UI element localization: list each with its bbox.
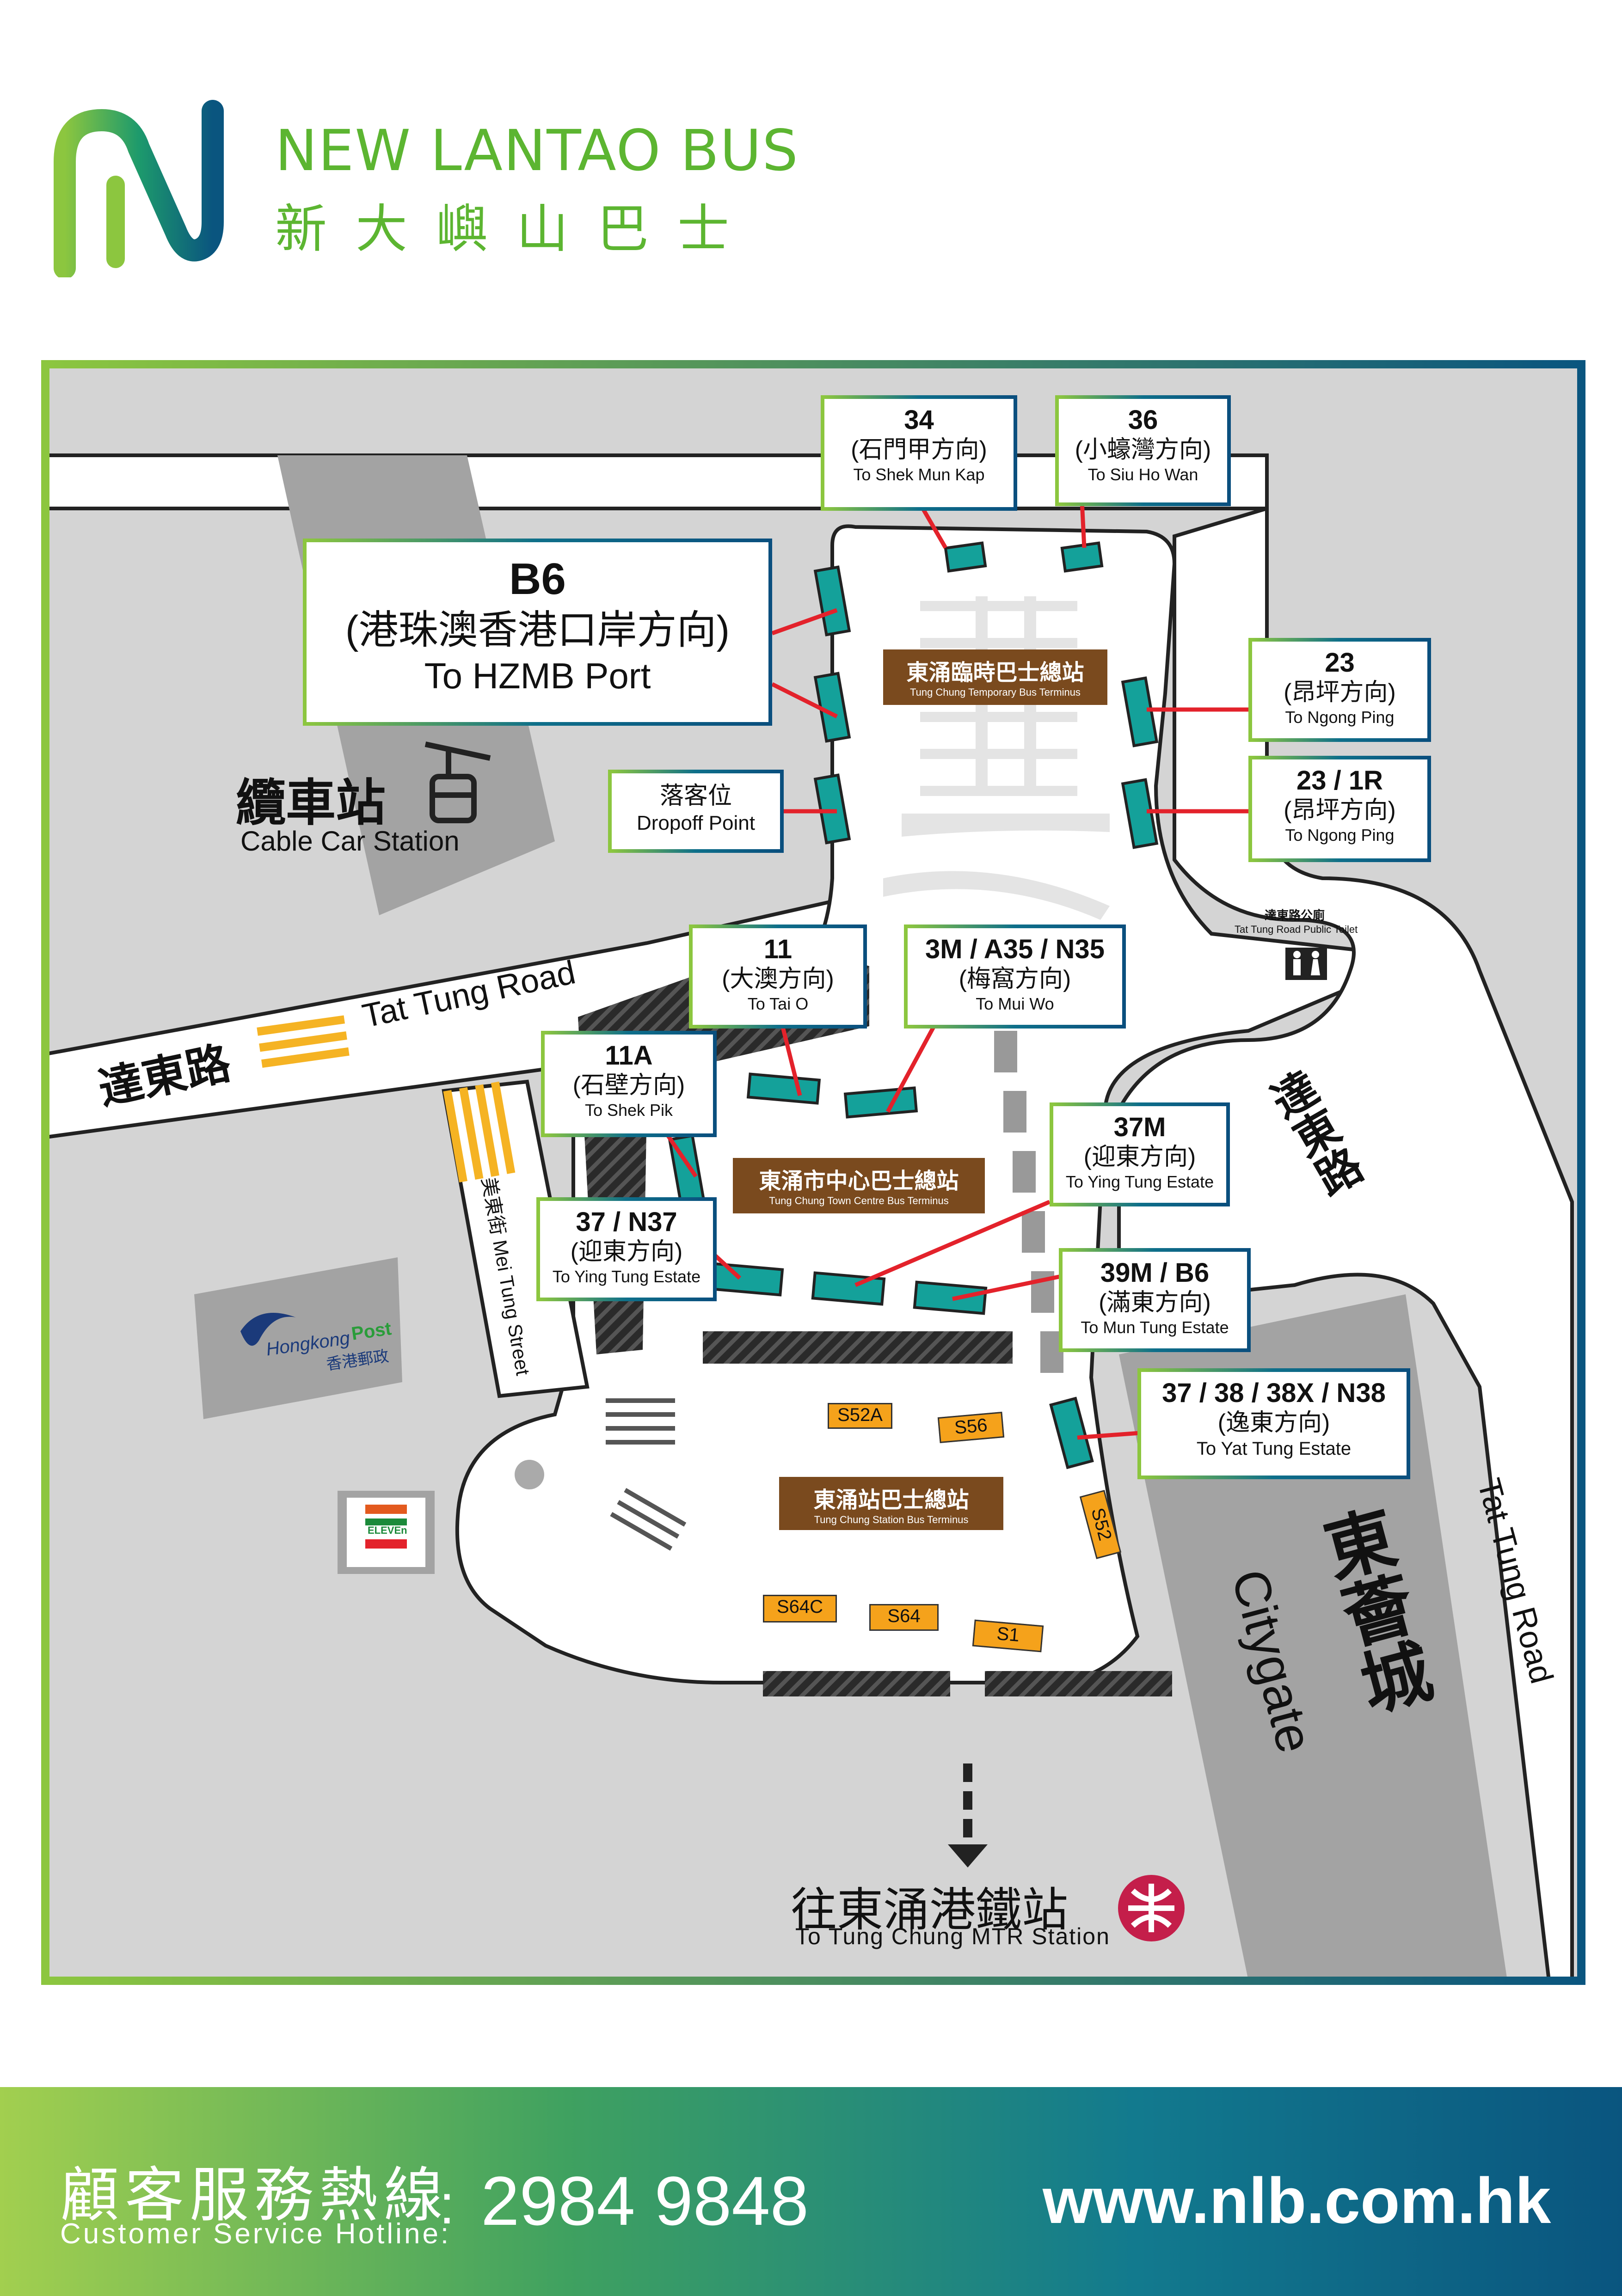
- dropoff-en: Dropoff Point: [636, 811, 755, 834]
- route-destination-zh: (石壁方向): [572, 1071, 685, 1099]
- terminus-name-en: Tung Chung Town Centre Bus Terminus: [769, 1195, 949, 1206]
- route-destination-en: To Mui Wo: [976, 994, 1054, 1014]
- hongkong-post-box: [194, 1257, 402, 1419]
- route-destination-en: To Ngong Ping: [1285, 708, 1395, 727]
- brand-name-en: NEW LANTAO BUS: [275, 118, 799, 184]
- route-37-n37-box: 37 / N37 (迎東方向) To Ying Tung Estate: [536, 1197, 717, 1301]
- route-destination-en: To Yat Tung Estate: [1196, 1439, 1352, 1459]
- route-number: 36: [1128, 405, 1158, 435]
- terminus-name-en: Tung Chung Station Bus Terminus: [814, 1514, 969, 1525]
- dropoff-point-box: 落客位 Dropoff Point: [608, 770, 784, 853]
- hatched-wall-4: [985, 1671, 1172, 1696]
- route-number: 39M / B6: [1100, 1258, 1210, 1288]
- toilet-label-zh: 達東路公廁: [1265, 908, 1325, 922]
- toilet-label-en: Tat Tung Road Public Toilet: [1235, 924, 1358, 935]
- route-destination-zh: (梅窩方向): [958, 965, 1071, 992]
- route-destination-en: To HZMB Port: [424, 655, 651, 697]
- route-destination-en: To Ngong Ping: [1285, 826, 1395, 845]
- route-number: 37 / N37: [576, 1207, 677, 1237]
- route-destination-zh: (逸東方向): [1217, 1409, 1330, 1436]
- terminus-name-zh: 東涌臨時巴士總站: [906, 661, 1084, 685]
- hatched-wall-3: [763, 1671, 950, 1696]
- stop-s52a: S52A: [828, 1403, 892, 1429]
- footer-bar: 顧客服務熱線 Customer Service Hotline: : 2984 …: [0, 2087, 1622, 2296]
- zebra-crossing-left: [257, 1015, 350, 1068]
- mtr-station-en: To Tung Chung MTR Station: [795, 1923, 1110, 1949]
- route-destination-en: To Mun Tung Estate: [1081, 1318, 1229, 1337]
- route-34-box: 34 (石門甲方向) To Shek Mun Kap: [821, 395, 1017, 511]
- hotline-label-zh: 顧客服務熱線: [60, 2162, 449, 2229]
- terminus-name-zh: 東涌站巴士總站: [813, 1488, 969, 1512]
- route-23-box: 23 (昂坪方向) To Ngong Ping: [1248, 638, 1431, 742]
- route-11-box: 11 (大澳方向) To Tai O: [689, 925, 867, 1029]
- zebra-crossing-bottom: [606, 1398, 687, 1551]
- route-37-38-box: 37 / 38 / 38X / N38 (逸東方向) To Yat Tung E…: [1137, 1368, 1410, 1479]
- route-destination-en: To Shek Mun Kap: [853, 465, 985, 484]
- route-36-box: 36 (小蠔灣方向) To Siu Ho Wan: [1055, 395, 1231, 506]
- mtr-logo-icon: [1118, 1875, 1185, 1941]
- toilet-icon: [1285, 948, 1327, 980]
- terminus-name-zh: 東涌市中心巴士總站: [759, 1169, 959, 1194]
- route-destination-zh: (滿東方向): [1099, 1289, 1211, 1316]
- route-destination-zh: (港珠澳香港口岸方向): [345, 607, 730, 652]
- map-frame: [41, 360, 1585, 1985]
- roundabout-marker: [515, 1460, 544, 1489]
- stop-s64: S64: [869, 1604, 939, 1631]
- route-destination-en: To Tai O: [747, 994, 809, 1014]
- route-11a-box: 11A (石壁方向) To Shek Pik: [541, 1031, 717, 1137]
- terminus-name-en: Tung Chung Temporary Bus Terminus: [910, 686, 1081, 698]
- route-destination-en: To Shek Pik: [584, 1101, 673, 1120]
- hotline-colon: :: [439, 2174, 455, 2235]
- route-destination-en: To Siu Ho Wan: [1087, 465, 1198, 484]
- route-39m-b6-box: 39M / B6 (滿東方向) To Mun Tung Estate: [1059, 1248, 1251, 1352]
- route-number: 11A: [605, 1041, 653, 1071]
- route-23-1r-box: 23 / 1R (昂坪方向) To Ngong Ping: [1248, 756, 1431, 862]
- zebra-crossing-mei-tung: [443, 1081, 516, 1183]
- route-number: 37 / 38 / 38X / N38: [1162, 1378, 1386, 1408]
- mtr-arrow: [948, 1763, 988, 1867]
- dropoff-zh: 落客位: [659, 783, 732, 809]
- mtr-station-zh: 往東涌港鐵站: [791, 1884, 1068, 1936]
- temporary-terminus-label: 東涌臨時巴士總站 Tung Chung Temporary Bus Termin…: [883, 649, 1107, 705]
- website-link[interactable]: www.nlb.com.hk: [1043, 2164, 1551, 2237]
- town-centre-terminus-label: 東涌市中心巴士總站 Tung Chung Town Centre Bus Ter…: [733, 1158, 985, 1213]
- route-37m-box: 37M (迎東方向) To Ying Tung Estate: [1050, 1102, 1230, 1206]
- route-number: 37M: [1113, 1112, 1166, 1142]
- route-3m-box: 3M / A35 / N35 (梅窩方向) To Mui Wo: [904, 925, 1126, 1029]
- cable-car-station-zh: 纜車站: [236, 775, 386, 831]
- route-number: 23 / 1R: [1296, 765, 1383, 796]
- brand-name-zh: 新大嶼山巴士: [275, 199, 758, 259]
- route-destination-zh: (小蠔灣方向): [1075, 436, 1211, 463]
- route-destination-zh: (迎東方向): [1083, 1143, 1196, 1170]
- nlb-logo-icon: [54, 100, 224, 277]
- cable-car-icon: [424, 741, 491, 823]
- route-number: 23: [1325, 648, 1355, 678]
- stop-s64c: S64C: [763, 1595, 837, 1623]
- station-terminus-label: 東涌站巴士總站 Tung Chung Station Bus Terminus: [779, 1477, 1003, 1530]
- connector-lines: [664, 501, 1248, 1440]
- hongkong-post-icon: [240, 1313, 296, 1346]
- hotline-number[interactable]: 2984 9848: [481, 2162, 809, 2240]
- route-destination-zh: (昂坪方向): [1284, 679, 1396, 706]
- route-number: 34: [904, 405, 934, 435]
- hotline-label-en: Customer Service Hotline:: [60, 2218, 451, 2250]
- route-destination-en: To Ying Tung Estate: [1065, 1172, 1214, 1192]
- route-number: 3M / A35 / N35: [925, 934, 1105, 964]
- route-destination-zh: (迎東方向): [570, 1238, 683, 1265]
- right-road: [1117, 506, 1574, 1983]
- route-number: B6: [509, 554, 566, 604]
- route-number: 11: [763, 934, 793, 964]
- route-destination-zh: (大澳方向): [722, 965, 834, 992]
- hatched-wall-2: [703, 1331, 1013, 1364]
- route-destination-zh: (昂坪方向): [1284, 796, 1396, 824]
- route-destination-zh: (石門甲方向): [851, 436, 987, 463]
- cable-car-station-en: Cable Car Station: [240, 826, 460, 857]
- seven-eleven-text: ELEVEn: [368, 1525, 407, 1536]
- route-destination-en: To Ying Tung Estate: [552, 1267, 701, 1286]
- route-b6-box: B6 (港珠澳香港口岸方向) To HZMB Port: [303, 539, 772, 726]
